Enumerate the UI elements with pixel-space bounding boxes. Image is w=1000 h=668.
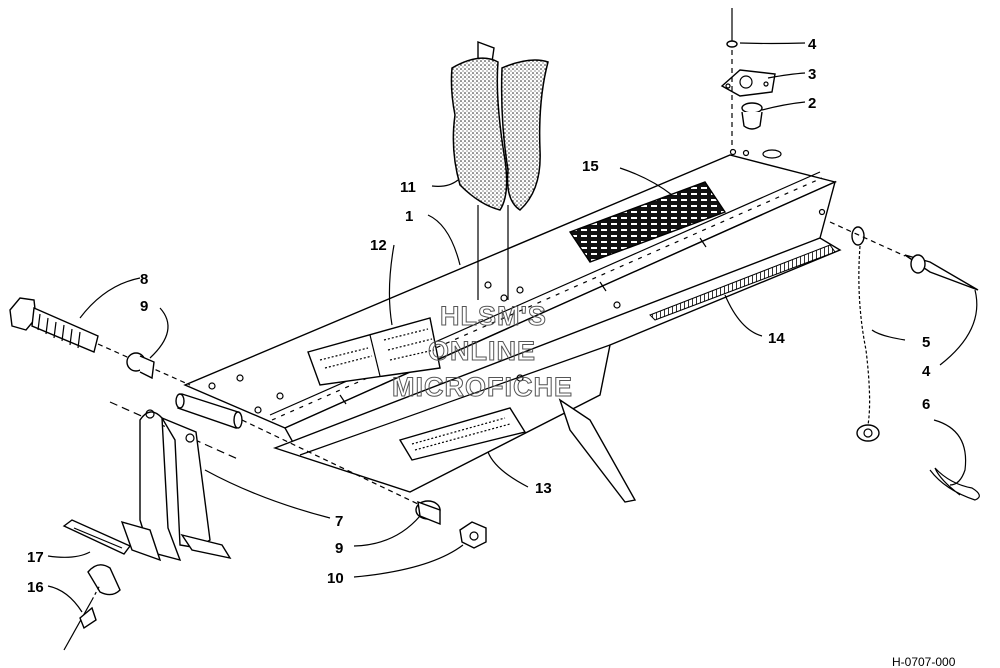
callout-1: 1 — [405, 208, 413, 225]
callout-15: 15 — [582, 158, 599, 175]
callout-5: 5 — [922, 334, 930, 351]
callout-14: 14 — [768, 330, 785, 347]
reference-number: H-0707-000 — [892, 655, 956, 668]
watermark-line-1: HLSM'S — [440, 301, 547, 331]
watermark: HLSM'S ONLINE MICROFICHE — [392, 301, 573, 403]
nut-10 — [459, 521, 487, 549]
callout-4-right: 4 — [922, 363, 931, 380]
bushing-9-bottom — [415, 500, 441, 526]
callout-13: 13 — [535, 480, 552, 497]
decal-15 — [568, 181, 727, 263]
callout-8: 8 — [140, 271, 148, 288]
pin-4-right — [829, 221, 979, 291]
callout-4-top: 4 — [808, 36, 817, 53]
decal-12 — [307, 317, 441, 386]
bolt-8 — [9, 297, 191, 386]
callout-9-bottom: 9 — [335, 540, 343, 557]
callout-12: 12 — [370, 237, 387, 254]
callout-16: 16 — [27, 579, 44, 596]
callout-labels: 1 2 3 4 4 5 6 7 8 9 9 10 11 12 13 14 15 … — [27, 36, 931, 596]
plate-17 — [62, 519, 132, 555]
pin-4-top — [726, 8, 738, 48]
bushing-9-left — [126, 352, 155, 380]
callout-11: 11 — [400, 179, 416, 196]
callout-2: 2 — [808, 95, 816, 112]
watermark-line-3: MICROFICHE — [392, 372, 573, 402]
foot-pad-11 — [450, 40, 549, 300]
reflector-strip-14 — [649, 244, 836, 321]
hinge-tube — [175, 393, 421, 506]
plate-3 — [720, 69, 776, 97]
bracket-7 — [109, 401, 241, 562]
callout-10: 10 — [327, 570, 344, 587]
decal-13 — [398, 407, 527, 461]
tether-cable-5 — [851, 226, 880, 442]
callout-3: 3 — [808, 66, 816, 83]
callout-17: 17 — [27, 549, 44, 566]
callout-9-left: 9 — [140, 298, 148, 315]
callout-6: 6 — [922, 396, 930, 413]
clip-16 — [63, 564, 121, 651]
leader-lines — [47, 42, 978, 613]
callout-7: 7 — [335, 513, 343, 530]
watermark-line-2: ONLINE — [428, 336, 536, 366]
grommet-2 — [741, 102, 763, 130]
clip-6 — [929, 467, 980, 501]
